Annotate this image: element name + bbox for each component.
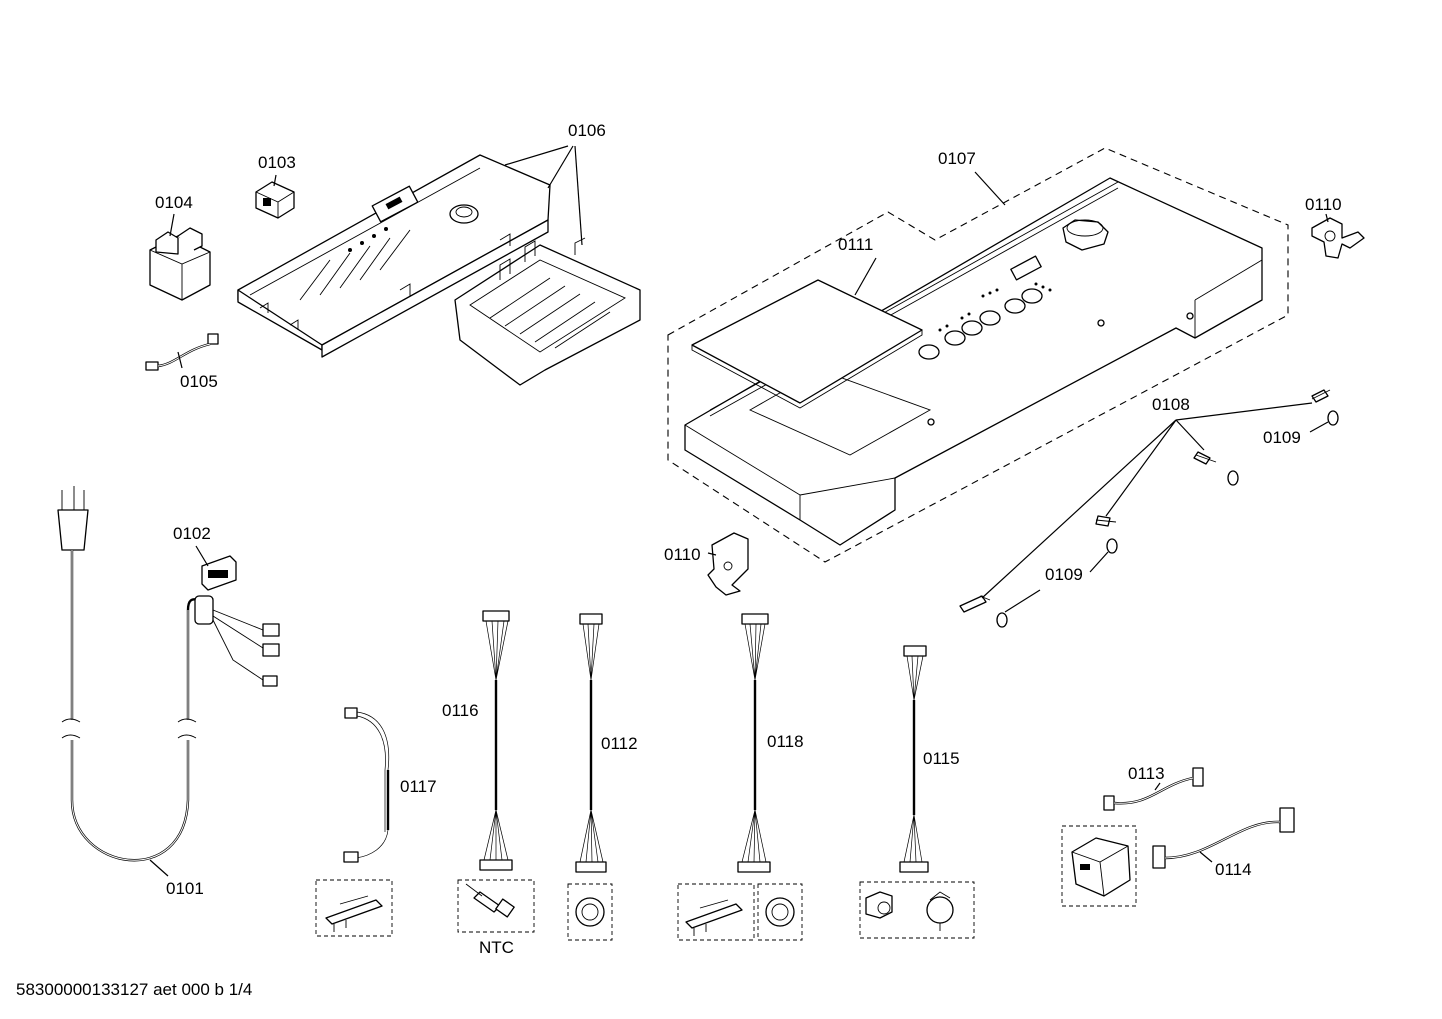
label-0105: 0105 [180,372,218,391]
part-0101-mains-cable [57,486,280,862]
part-0111-cover-sheet [691,279,923,409]
part-0105-wire-link [145,333,219,371]
label-0114: 0114 [1215,860,1252,879]
part-0107-dashed-outline [667,147,1289,563]
label-0117: 0117 [400,777,437,796]
part-0108-screws [959,389,1331,613]
label-0110-upper: 0110 [1305,195,1342,214]
leader-lines [149,145,1329,877]
part-0114-wire-link [1061,807,1295,907]
label-0115: 0115 [923,749,960,768]
part-0112-harness [567,613,613,941]
label-0110-lower: 0110 [664,545,701,564]
label-0102: 0102 [173,524,211,543]
label-0118: 0118 [767,732,804,751]
part-0103-block [255,181,295,219]
part-0106-control-module [237,154,551,358]
label-0116: 0116 [442,701,479,720]
label-0103: 0103 [258,153,296,172]
label-0104: 0104 [155,193,193,212]
part-0118-harness [677,613,803,941]
label-0109-upper: 0109 [1263,428,1301,447]
label-0112: 0112 [601,734,638,753]
label-0101: 0101 [166,879,204,898]
label-0109-lower: 0109 [1045,565,1083,584]
part-labels: 0106 0103 0104 0105 0107 0111 0110 0108 … [155,121,1342,957]
label-ntc: NTC [479,938,514,957]
part-0113-wire-link [1103,767,1204,811]
part-0104-capacitor [149,227,211,301]
part-0115-harness [859,645,975,939]
label-0107: 0107 [938,149,976,168]
part-0110-clip-lower [707,532,749,596]
part-0116-harness [457,610,535,933]
label-0111: 0111 [838,235,873,254]
part-0106-tray [454,237,641,386]
part-0102-terminal-block [201,555,237,591]
part-0117-harness [315,707,393,937]
part-0110-clip-upper [1311,217,1365,259]
label-0108: 0108 [1152,395,1190,414]
label-0113: 0113 [1128,764,1165,783]
part-0109-washers [996,410,1339,628]
drawing-code: 58300000133127 aet 000 b 1/4 [16,980,253,999]
label-0106: 0106 [568,121,606,140]
